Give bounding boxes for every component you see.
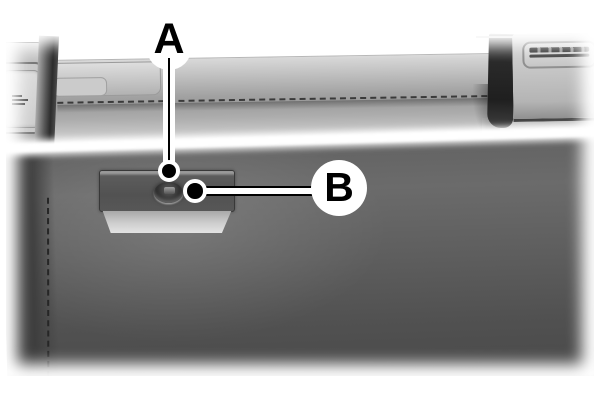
callout-b-marker-dot <box>187 183 203 199</box>
vent-bar <box>529 53 590 58</box>
pillar-edge-right <box>487 33 515 129</box>
callout-a-label: A <box>153 15 185 63</box>
door-vent-grille <box>522 40 594 69</box>
glovebox-pull-handle <box>102 211 232 233</box>
callout-b-label: B <box>324 163 354 210</box>
dash-ledge-inner <box>52 77 108 97</box>
glovebox-door <box>6 131 594 376</box>
switch-label-lines <box>12 95 30 107</box>
glovebox-stitch-seam <box>46 197 50 376</box>
illustration <box>6 32 594 376</box>
door-panel-right <box>512 32 594 122</box>
callout-b-badge: B <box>311 160 367 216</box>
vent-slats <box>529 46 590 53</box>
glovebox-left-endcap <box>6 149 61 376</box>
callout-a-marker-dot <box>161 163 177 179</box>
glovebox-sheen <box>6 133 594 376</box>
callout-b-leader-line <box>196 186 313 196</box>
callout-a-leader-line <box>167 58 171 170</box>
lock-keyhole <box>164 187 175 194</box>
